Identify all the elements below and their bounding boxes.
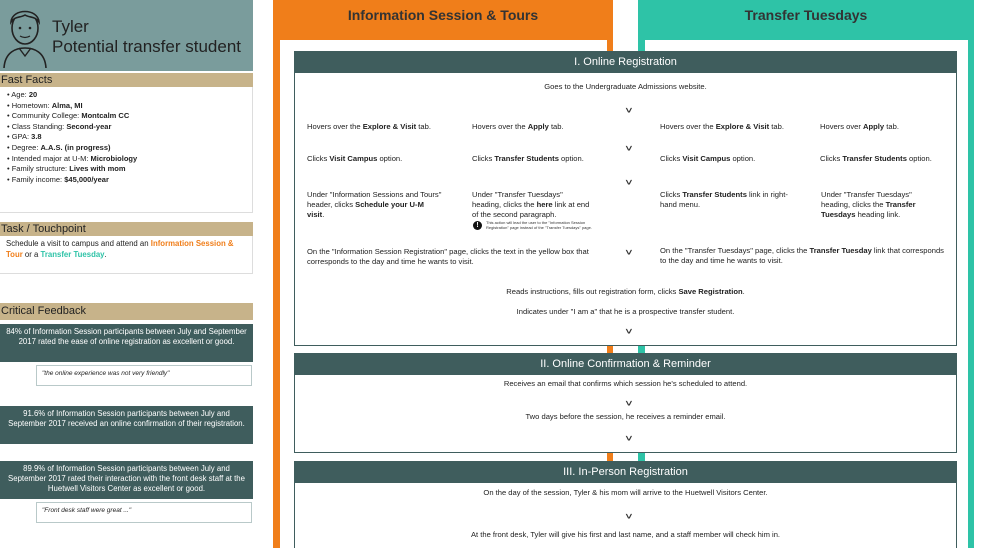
feedback-stat-1: 84% of Information Session participants … [0,324,253,362]
fact-family-income: Family income: $45,000/year [7,175,137,186]
fact-gpa: GPA: 3.8 [7,132,137,143]
fast-facts-list: Age: 20 Hometown: Alma, MI Community Col… [7,90,137,185]
step-reminder-email: Two days before the session, he receives… [525,412,726,421]
feedback-heading: Critical Feedback [0,303,253,320]
step-front-desk-check-in: At the front desk, Tyler will give his f… [470,530,781,539]
step-left-4: On the "Information Session Registration… [307,247,589,266]
feedback-quote-2: "Front desk staff were great ..." [36,502,252,523]
phase-online-confirmation: II. Online Confirmation & Reminder [294,353,957,453]
step-b3: Under "Transfer Tuesdays" heading, click… [472,190,590,219]
persona-panel: Tyler Potential transfer student Fast Fa… [0,0,253,548]
info-session-title: Information Session & Tours [347,7,539,23]
persona-role: Potential transfer student [52,37,242,56]
fast-facts-heading: Fast Facts [0,73,253,87]
feedback-stat-2: 91.6% of Information Session participant… [0,406,253,444]
step-goes-to-website: Goes to the Undergraduate Admissions web… [544,82,707,91]
fact-family-structure: Family structure: Lives with mom [7,164,137,175]
chevron-down-icon: ∨ [624,247,634,257]
persona-header: Tyler Potential transfer student [0,0,253,71]
step-c3: Clicks Transfer Students link in right-h… [660,190,788,209]
step-a1: Hovers over the Explore & Visit tab. [307,122,431,131]
step-arrive-visitors-center: On the day of the session, Tyler & his m… [483,488,768,497]
chevron-down-icon: ∨ [624,326,634,336]
feedback-stat-3: 89.9% of Information Session participant… [0,461,253,499]
avatar-icon [3,10,47,68]
chevron-down-icon: ∨ [624,105,634,115]
step-b1: Hovers over the Apply tab. [472,122,564,131]
chevron-down-icon: ∨ [624,398,634,408]
step-a2: Clicks Visit Campus option. [307,154,403,163]
step-d2: Clicks Transfer Students option. [820,154,932,163]
phase-2-title: II. Online Confirmation & Reminder [295,354,956,375]
step-i-am-a: Indicates under "I am a" that he is a pr… [516,307,735,316]
step-confirmation-email: Receives an email that confirms which se… [503,379,748,388]
step-c2: Clicks Visit Campus option. [660,154,756,163]
phase-1-title: I. Online Registration [295,52,956,73]
step-a3: Under "Information Sessions and Tours" h… [307,190,442,219]
fact-class-standing: Class Standing: Second-year [7,122,137,133]
fact-hometown: Hometown: Alma, MI [7,101,137,112]
fact-community-college: Community College: Montcalm CC [7,111,137,122]
phase-in-person-registration: III. In-Person Registration [294,461,957,548]
fact-age: Age: 20 [7,90,137,101]
fast-facts-box [0,87,253,213]
transfer-tuesdays-title: Transfer Tuesdays [744,7,868,23]
phase-online-registration: I. Online Registration [294,51,957,346]
step-right-4: On the "Transfer Tuesdays" page, clicks … [660,246,944,265]
chevron-down-icon: ∨ [624,143,634,153]
step-d1: Hovers over Apply tab. [820,122,899,131]
chevron-down-icon: ∨ [624,433,634,443]
feedback-quote-1: "the online experience was not very frie… [36,365,252,386]
task-text: Schedule a visit to campus and attend an… [6,239,234,259]
step-save-registration: Reads instructions, fills out registrati… [506,287,745,296]
chevron-down-icon: ∨ [624,511,634,521]
task-box [0,236,253,274]
step-c1: Hovers over the Explore & Visit tab. [660,122,784,131]
task-heading: Task / Touchpoint [0,222,253,236]
chevron-down-icon: ∨ [624,177,634,187]
persona-name: Tyler [52,17,89,36]
step-b2: Clicks Transfer Students option. [472,154,584,163]
fact-degree: Degree: A.A.S. (in progress) [7,143,137,154]
step-b3-note: This action will lead the user to the "I… [486,220,592,230]
fact-intended-major: Intended major at U-M: Microbiology [7,154,137,165]
warning-icon: ! [473,221,482,230]
phase-3-title: III. In-Person Registration [295,462,956,483]
step-d3: Under "Transfer Tuesdays" heading, click… [821,190,916,219]
